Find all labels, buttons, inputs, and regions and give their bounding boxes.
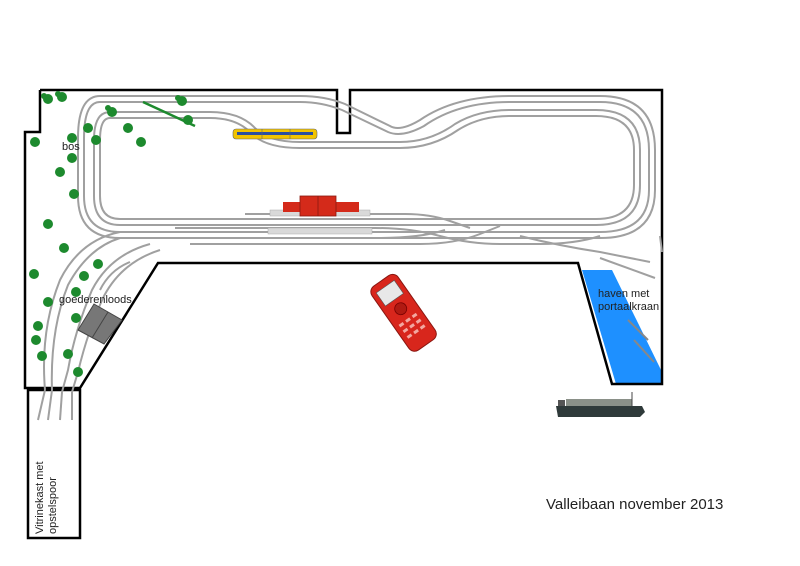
- tree-icon: [175, 95, 187, 106]
- harbour-water: [582, 270, 662, 384]
- tree-icon: [79, 271, 89, 281]
- tree-icon: [105, 105, 117, 117]
- baseboard-outline: [23, 88, 664, 540]
- harbour-label-line2: portaalkraan: [598, 301, 659, 313]
- station: [267, 195, 373, 235]
- controller-icon: [370, 273, 437, 352]
- tree-icon: [83, 123, 93, 133]
- tree-icon: [33, 321, 43, 331]
- tree-icon: [67, 153, 77, 163]
- tree-icon: [93, 259, 103, 269]
- tree-icon: [59, 243, 69, 253]
- plan-title: Valleibaan november 2013: [546, 496, 723, 513]
- tree-icon: [37, 351, 47, 361]
- tree-icon: [71, 313, 81, 323]
- tree-icon: [55, 91, 67, 102]
- forest: [29, 91, 193, 377]
- tracks: [37, 95, 663, 421]
- tree-icon: [73, 367, 83, 377]
- tree-icon: [30, 137, 40, 147]
- station-building-icon: [283, 195, 359, 217]
- tree-icon: [69, 189, 79, 199]
- platform: [267, 227, 373, 235]
- cabinet-label-line1: Vitrinekast met: [34, 461, 46, 534]
- tree-icon: [55, 167, 65, 177]
- tree-icon: [43, 297, 53, 307]
- harbour-label-line1: haven met: [598, 288, 649, 300]
- crane-icon: [627, 319, 655, 363]
- tree-icon: [183, 115, 193, 125]
- goods-shed-icon: [77, 303, 123, 345]
- tree-icon: [71, 287, 81, 297]
- tree-icon: [29, 269, 39, 279]
- cabinet-label-line2: opstelspoor: [47, 477, 59, 534]
- goods-shed-label: goederenloods: [59, 294, 132, 306]
- tree-icon: [91, 135, 101, 145]
- tree-icon: [123, 123, 133, 133]
- tree-icon: [63, 349, 73, 359]
- ship-icon: [556, 392, 645, 417]
- tree-icon: [41, 93, 53, 104]
- tree-icon: [67, 133, 77, 143]
- forest-label: bos: [62, 141, 80, 153]
- tree-icon: [31, 335, 41, 345]
- tree-icon: [136, 137, 146, 147]
- tree-icon: [43, 219, 53, 229]
- train-icon: [232, 128, 318, 140]
